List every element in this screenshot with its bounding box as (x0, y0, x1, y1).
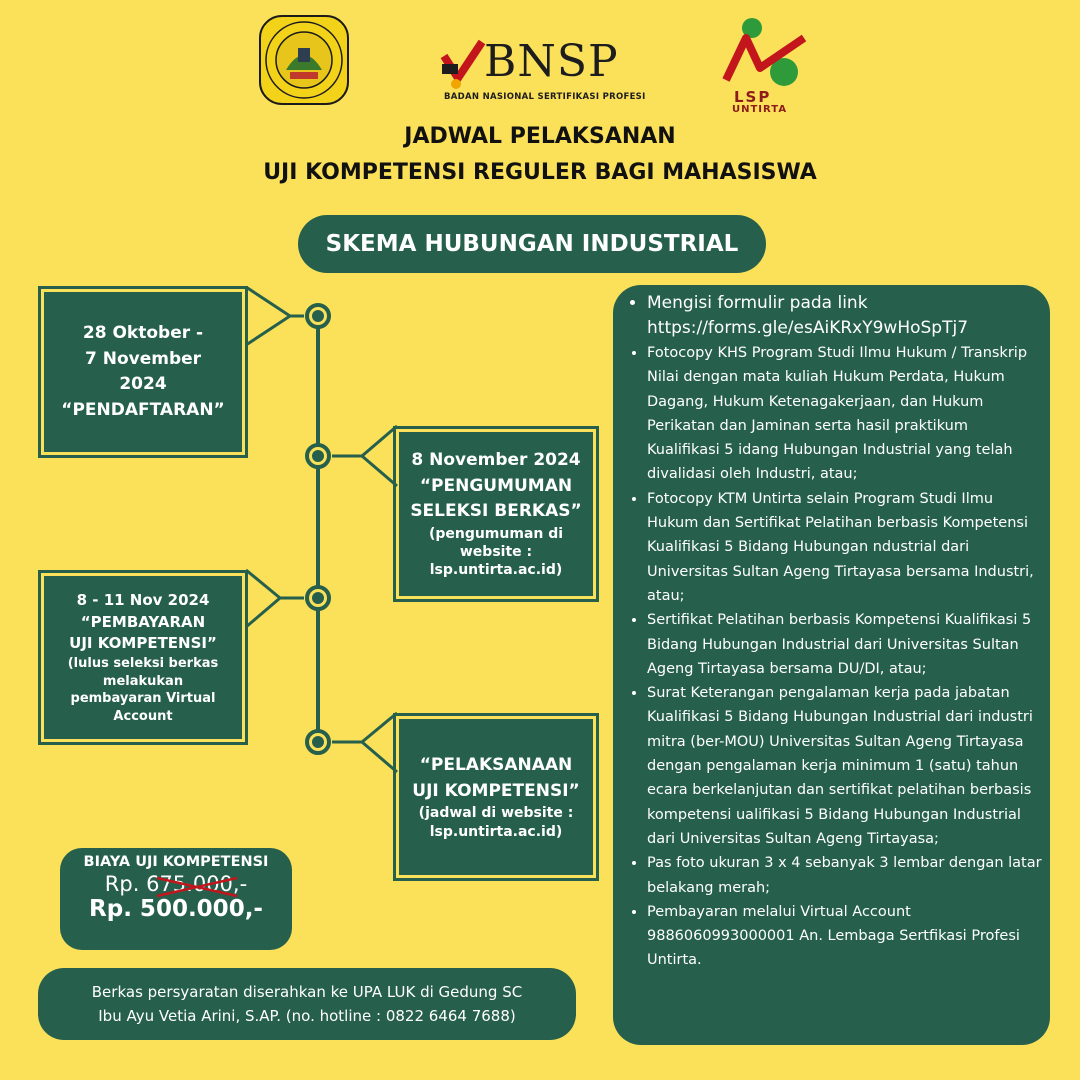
title-line-2: UJI KOMPETENSI REGULER BAGI MAHASISWA (263, 160, 817, 185)
requirement-item: Pembayaran melalui Virtual Account 98860… (647, 900, 1044, 973)
payment-note-2: melakukan (102, 673, 184, 689)
registration-date-3: 2024 (119, 374, 167, 394)
execution-note-1: (jadwal di website : (418, 805, 574, 822)
announcement-label-2: SELEKSI BERKAS” (410, 501, 582, 522)
untirta-logo (258, 14, 350, 106)
timeline-node-1 (305, 303, 331, 329)
payment-label-1: “PEMBAYARAN (80, 612, 206, 631)
lsp-name: LSP (734, 88, 772, 106)
requirement-item: Mengisi formulir pada link https://forms… (647, 291, 1044, 341)
requirement-item: Surat Keterangan pengalaman kerja pada j… (647, 681, 1044, 851)
timeline-frame-4 (393, 713, 599, 881)
bnsp-fullname: BADAN NASIONAL SERTIFIKASI PROFESI (444, 92, 646, 102)
cost-label: BIAYA UJI KOMPETENSI (83, 854, 269, 870)
registration-date-2: 7 November (84, 348, 202, 369)
announcement-note-2: website : (459, 544, 533, 561)
timeline-node-2 (305, 443, 331, 469)
bnsp-logo: BNSP BADAN NASIONAL SERTIFIKASI PROFESI (440, 30, 645, 110)
submission-note-line-1: Berkas persyaratan diserahkan ke UPA LUK… (91, 983, 523, 1001)
execution-note-2: lsp.untirta.ac.id) (429, 823, 563, 840)
payment-note-1: (lulus seleksi berkas (67, 656, 219, 672)
execution-label-1: “PELAKSANAAN (419, 755, 573, 776)
submission-note-line-2: Ibu Ayu Vetia Arini, S.AP. (no. hotline … (98, 1007, 516, 1025)
scheme-pill: SKEMA HUBUNGAN INDUSTRIAL (298, 215, 766, 273)
timeline-node-3 (305, 585, 331, 611)
strike-cross-icon (157, 876, 238, 898)
timeline-node-4 (305, 729, 331, 755)
lsp-sub: UNTIRTA (732, 104, 788, 115)
announcement-date: 8 November 2024 (411, 450, 581, 471)
timeline-box-execution: “PELAKSANAAN UJI KOMPETENSI” (jadwal di … (399, 719, 593, 875)
registration-date-1: 28 Oktober - (82, 323, 204, 343)
payment-note-4: Account (113, 708, 173, 724)
timeline-frame-2 (393, 426, 599, 602)
cost-old-price: Rp. 675.000,- (104, 872, 247, 898)
requirement-item: Sertifikat Pelatihan berbasis Kompetensi… (647, 608, 1044, 681)
bnsp-name: BNSP (484, 36, 619, 87)
submission-note: Berkas persyaratan diserahkan ke UPA LUK… (38, 968, 576, 1040)
timeline-box-announcement: 8 November 2024 “PENGUMUMAN SELEKSI BERK… (399, 432, 593, 596)
payment-label-2: UJI KOMPETENSI” (69, 634, 217, 653)
requirements-list: Mengisi formulir pada link https://forms… (627, 291, 1044, 973)
cost-old-struck-wrap: 75.000 (157, 872, 238, 898)
payment-date: 8 - 11 Nov 2024 (76, 590, 210, 609)
requirement-item: Fotocopy KTM Untirta selain Program Stud… (647, 487, 1044, 608)
announcement-note-3: lsp.untirta.ac.id) (429, 562, 563, 579)
cost-old-prefix: Rp. 6 (104, 872, 160, 896)
cost-new-price: Rp. 500.000,- (89, 896, 263, 922)
timeline-box-payment: 8 - 11 Nov 2024 “PEMBAYARAN UJI KOMPETEN… (44, 576, 242, 739)
timeline-line (316, 316, 320, 742)
execution-label-2: UJI KOMPETENSI” (412, 780, 580, 801)
title-line-1: JADWAL PELAKSANAN (404, 124, 676, 149)
timeline-frame-1 (38, 286, 248, 458)
announcement-note-1: (pengumuman di (428, 525, 564, 542)
requirement-item: Fotocopy KHS Program Studi Ilmu Hukum / … (647, 341, 1044, 487)
timeline-frame-3 (38, 570, 248, 745)
requirement-item: Pas foto ukuran 3 x 4 sebanyak 3 lembar … (647, 851, 1044, 900)
timeline-box-registration: 28 Oktober - 7 November 2024 “PENDAFTARA… (44, 292, 242, 452)
announcement-label-1: “PENGUMUMAN (419, 475, 573, 496)
requirements-panel: Mengisi formulir pada link https://forms… (613, 285, 1050, 1045)
lsp-untirta-logo: LSP UNTIRTA (720, 16, 810, 116)
payment-note-3: pembayaran Virtual (70, 691, 216, 707)
timeline-connectors (245, 285, 398, 774)
registration-label: “PENDAFTARAN” (61, 399, 225, 420)
cost-box: BIAYA UJI KOMPETENSI Rp. 675.000,- Rp. 5… (60, 848, 292, 950)
